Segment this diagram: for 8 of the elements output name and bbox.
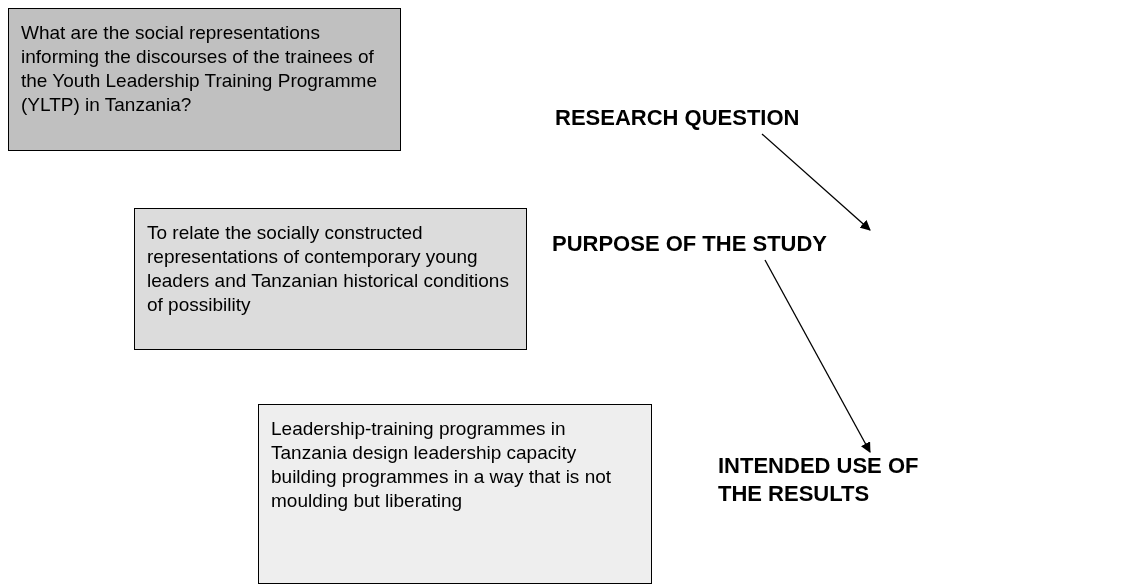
text-box: Leadership-training programmes in Tanzania design leadership capacity building programmes in a way that is not moulding but liberating xyxy=(258,404,652,584)
heading-label: INTENDED USE OF THE RESULTS xyxy=(718,452,948,512)
text-box: What are the social representations informing the discourses of the trainees of the Youth Leadership Training Programme (YLTP) in Tanzania? xyxy=(8,8,401,151)
arrow xyxy=(761,133,871,231)
heading-label: PURPOSE OF THE STUDY xyxy=(552,230,932,260)
heading-label: RESEARCH QUESTION xyxy=(555,104,815,134)
text-box: To relate the socially constructed representations of contemporary young leaders and Tanzanian historical conditions of possibility xyxy=(134,208,527,350)
arrow xyxy=(764,259,871,453)
